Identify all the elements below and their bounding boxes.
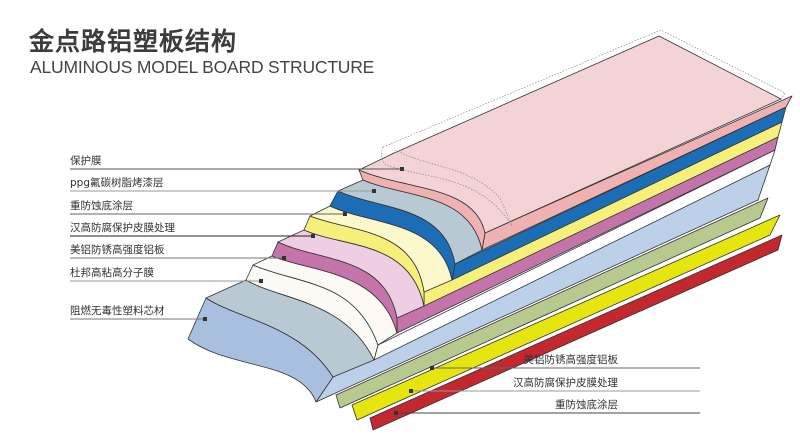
leader-dot-4 xyxy=(311,234,315,238)
leader-dot-3 xyxy=(343,212,347,216)
label-aluminum-sheet-bottom: 美铝防锈高强度铝板 xyxy=(523,354,619,366)
label-plastic-core: 阻燃无毒性塑料芯材 xyxy=(70,305,165,317)
label-aluminum-sheet: 美铝防锈高强度铝板 xyxy=(70,244,165,256)
layer-yellow-bottom xyxy=(351,214,781,421)
page-subtitle: ALUMINOUS MODEL BOARD STRUCTURE xyxy=(30,57,375,77)
page-title: 金点路铝塑板结构 xyxy=(29,27,238,56)
leader-dot-r3 xyxy=(394,411,398,415)
label-ppg-coating: ppg氟碳树脂烤漆层 xyxy=(70,177,164,189)
label-dupont-film: 杜邦高粘高分子膜 xyxy=(70,267,154,279)
leader-dot-r1 xyxy=(430,366,434,370)
label-primer-coating: 重防蚀底涂层 xyxy=(70,200,133,212)
label-protective-film: 保护膜 xyxy=(70,155,102,167)
label-primer-coating-bottom: 重防蚀底涂层 xyxy=(555,399,618,411)
layer-protective-film-top xyxy=(358,35,782,234)
leader-dot-1 xyxy=(400,167,404,171)
label-henkel-treatment: 汉高防腐保护皮膜处理 xyxy=(70,222,175,234)
label-henkel-treatment-bottom: 汉高防腐保护皮膜处理 xyxy=(513,377,618,389)
film-peel-outline xyxy=(380,29,786,227)
leader-dot-7 xyxy=(203,317,207,321)
layer-red-bottom xyxy=(369,234,783,431)
layer-green-bottom xyxy=(335,197,769,409)
leader-dot-2 xyxy=(372,189,376,193)
leader-dot-5 xyxy=(282,256,286,260)
leader-dot-6 xyxy=(259,279,263,283)
leader-dot-r2 xyxy=(409,389,413,393)
